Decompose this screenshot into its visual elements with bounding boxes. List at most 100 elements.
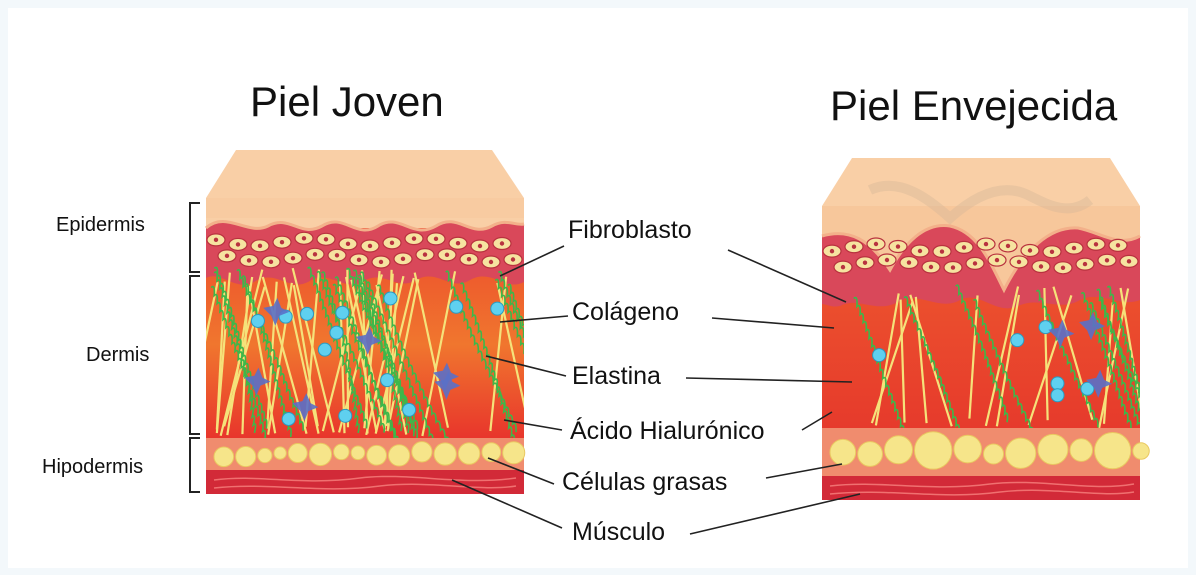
cell-nucleus [434, 237, 438, 241]
hyaluronic-dot [491, 302, 504, 315]
young-skin-block [186, 150, 570, 494]
hyaluronic-dot [318, 343, 331, 356]
collagen-line-aged [712, 318, 834, 328]
layer-label-hypodermis: Hipodermis [42, 456, 143, 479]
fat-cell [351, 446, 365, 460]
cell-nucleus [357, 258, 361, 262]
fat-cell [858, 442, 883, 467]
cell-nucleus [984, 242, 988, 246]
cell-nucleus [423, 252, 427, 256]
fat-cell [458, 443, 480, 465]
fat-cell [1038, 434, 1068, 464]
layer-label-dermis: Dermis [86, 344, 149, 367]
fat-cell [434, 443, 456, 465]
hyaluronic-dot [282, 412, 295, 425]
cell-nucleus [269, 260, 273, 264]
cell-nucleus [368, 244, 372, 248]
cell-nucleus [489, 260, 493, 264]
fat-cell [984, 444, 1004, 464]
hyaluronic-dot [1011, 334, 1024, 347]
muscle-line-aged [690, 494, 860, 534]
fat-cell [1006, 438, 1036, 468]
cell-nucleus [258, 244, 262, 248]
cell-nucleus [1039, 264, 1043, 268]
hyaluronic-dot [251, 314, 264, 327]
cell-nucleus [1083, 262, 1087, 266]
cell-nucleus [1061, 266, 1065, 270]
hyaluronic-dot [450, 300, 463, 313]
cell-nucleus [1006, 244, 1010, 248]
cell-nucleus [973, 261, 977, 265]
label-collagen: Colágeno [572, 298, 679, 327]
cell-nucleus [951, 265, 955, 269]
cell-nucleus [918, 249, 922, 253]
cell-nucleus [1017, 260, 1021, 264]
hyaluronic-dot [403, 403, 416, 416]
cell-nucleus [225, 254, 229, 258]
cell-nucleus [1094, 242, 1098, 246]
cell-nucleus [379, 260, 383, 264]
layer-brackets [190, 203, 200, 492]
cell-nucleus [302, 236, 306, 240]
fat-cell [274, 447, 286, 459]
fat-cell [412, 442, 432, 462]
cell-nucleus [247, 258, 251, 262]
cell-nucleus [280, 240, 284, 244]
cell-nucleus [1105, 258, 1109, 262]
label-hyaluronic: Ácido Hialurónico [570, 417, 765, 446]
cell-nucleus [346, 242, 350, 246]
cell-nucleus [830, 249, 834, 253]
cell-nucleus [324, 237, 328, 241]
cell-nucleus [511, 257, 515, 261]
cell-nucleus [291, 256, 295, 260]
hyaluronic-dot [1039, 321, 1052, 334]
hyaluronic-dot [873, 349, 886, 362]
fat-cell [367, 445, 387, 465]
title-young-skin: Piel Joven [250, 78, 444, 126]
fat-cell [954, 435, 982, 463]
cell-nucleus [940, 249, 944, 253]
cell-nucleus [1050, 250, 1054, 254]
cell-nucleus [445, 253, 449, 257]
cell-nucleus [995, 258, 999, 262]
aged-muscle [822, 476, 1140, 500]
label-elastin: Elastina [572, 362, 661, 391]
cell-nucleus [852, 245, 856, 249]
cell-nucleus [929, 265, 933, 269]
fat-cell [236, 447, 256, 467]
cell-nucleus [478, 244, 482, 248]
epidermis-bracket [190, 203, 200, 272]
layer-label-epidermis: Epidermis [56, 214, 145, 237]
fat-cell [288, 444, 307, 463]
cell-nucleus [863, 261, 867, 265]
cell-nucleus [896, 244, 900, 248]
title-aged-skin: Piel Envejecida [830, 82, 1117, 130]
cell-nucleus [214, 238, 218, 242]
cell-nucleus [467, 257, 471, 261]
hyaluronic-dot [336, 306, 349, 319]
dermis-bracket [190, 276, 200, 434]
hyaluronic-dot [381, 374, 394, 387]
cell-nucleus [1028, 248, 1032, 252]
cell-nucleus [841, 265, 845, 269]
hyaluronic-dot [384, 292, 397, 305]
aged-skin-block [822, 158, 1156, 500]
label-muscle: Músculo [572, 518, 665, 547]
label-fat-cells: Células grasas [562, 468, 727, 497]
hyaluronic-dot [330, 326, 343, 339]
fat-cell [1133, 443, 1149, 459]
fat-cell [1070, 439, 1093, 462]
fat-cell [334, 444, 350, 460]
cell-nucleus [456, 241, 460, 245]
label-fibroblast: Fibroblasto [568, 216, 692, 245]
cell-nucleus [885, 258, 889, 262]
cell-nucleus [390, 241, 394, 245]
fat-cell [830, 439, 856, 465]
cell-nucleus [1072, 246, 1076, 250]
fat-cell [388, 445, 409, 466]
fat-cell [914, 432, 951, 469]
hyaluronic-dot [301, 307, 314, 320]
cell-nucleus [335, 253, 339, 257]
cell-nucleus [236, 242, 240, 246]
fat-cell [503, 442, 525, 464]
